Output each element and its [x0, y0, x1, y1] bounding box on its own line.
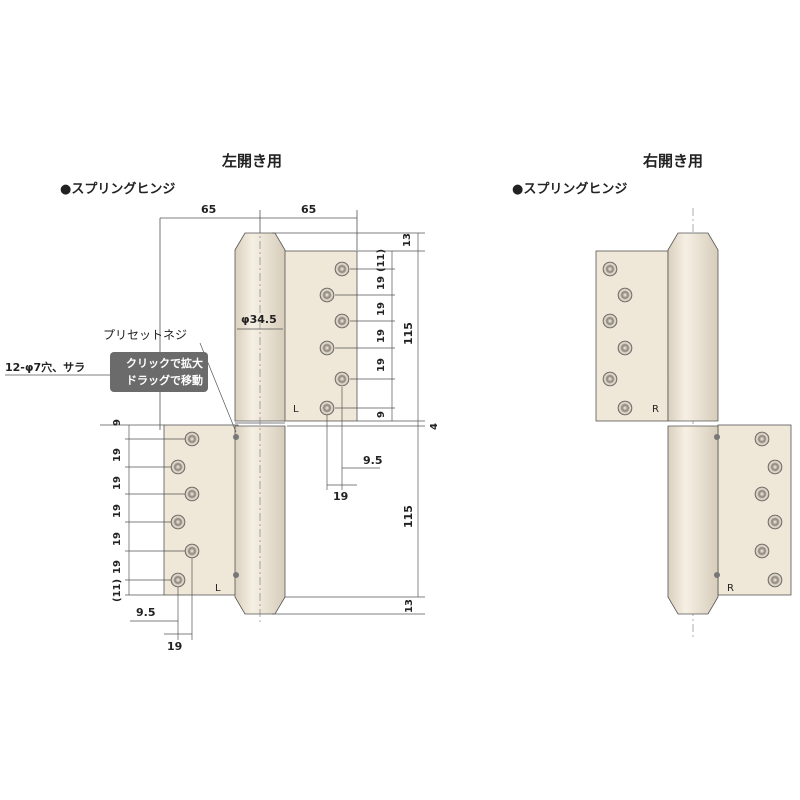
right-subtitle: ●スプリングヒンジ	[512, 181, 627, 197]
right-lower-hole-group	[754, 431, 783, 588]
tooltip-line-click: クリックで拡大	[126, 357, 203, 370]
dim-19-mid: 19	[333, 490, 348, 503]
dim-19-c: 19	[376, 329, 387, 343]
dim-19-g: 19	[112, 504, 123, 518]
dim-65-left: 65	[201, 203, 216, 216]
dim-11-top: (11)	[376, 249, 387, 272]
dim-9-top: 9	[376, 411, 387, 418]
dim-115-upper: 115	[402, 322, 415, 345]
zoom-drag-tooltip[interactable]: クリックで拡大 ドラッグで移動	[110, 352, 208, 392]
leaf-mark-r-upper: R	[652, 404, 659, 415]
preset-screw-label: プリセットネジ	[103, 328, 187, 342]
tooltip-line-drag: ドラッグで移動	[126, 374, 203, 387]
upper-leaf	[283, 250, 358, 422]
upper-dim-lines	[272, 232, 425, 615]
dim-19-a: 19	[376, 276, 387, 290]
left-subtitle: ●スプリングヒンジ	[60, 181, 175, 197]
dim-19-d: 19	[376, 358, 387, 372]
left-barrel	[233, 225, 286, 622]
dim-19-b: 19	[376, 302, 387, 316]
leaf-mark-l-lower: L	[215, 583, 221, 594]
dim-19-i: 19	[112, 560, 123, 574]
hole-label: 12-φ7穴、サラ	[5, 360, 85, 374]
dim-9-5-bottom: 9.5	[136, 606, 156, 619]
phi-label: φ34.5	[241, 313, 277, 326]
preset-screw-icon	[233, 434, 239, 440]
left-title: 左開き用	[221, 152, 282, 170]
lower-dim-lines	[100, 424, 193, 640]
dim-13-top: 13	[402, 233, 413, 247]
lower-hole-group	[170, 431, 200, 588]
dim-9-bottom: 9	[112, 419, 123, 426]
leaf-mark-l-upper: L	[293, 404, 299, 415]
top-dimension	[159, 210, 358, 430]
right-upper-hole-group	[602, 261, 633, 416]
dim-19-f: 19	[112, 476, 123, 490]
right-lower-leaf	[717, 424, 792, 596]
dim-11-bottom: (11)	[112, 579, 123, 602]
dim-115-lower: 115	[402, 505, 415, 528]
dim-65-right: 65	[301, 203, 316, 216]
dim-gap-4: 4	[429, 423, 440, 430]
dim-19-e: 19	[112, 448, 123, 462]
lower-leaf	[163, 424, 239, 596]
right-barrel	[667, 232, 720, 615]
dim-9-5-mid: 9.5	[363, 454, 383, 467]
leaf-mark-r-lower: R	[727, 583, 734, 594]
dim-19-bottom: 19	[167, 640, 182, 653]
right-upper-leaf	[595, 250, 669, 422]
right-title: 右開き用	[643, 152, 703, 170]
dim-13-bottom: 13	[404, 599, 415, 613]
upper-hole-group	[319, 261, 350, 416]
dim-19-h: 19	[112, 532, 123, 546]
